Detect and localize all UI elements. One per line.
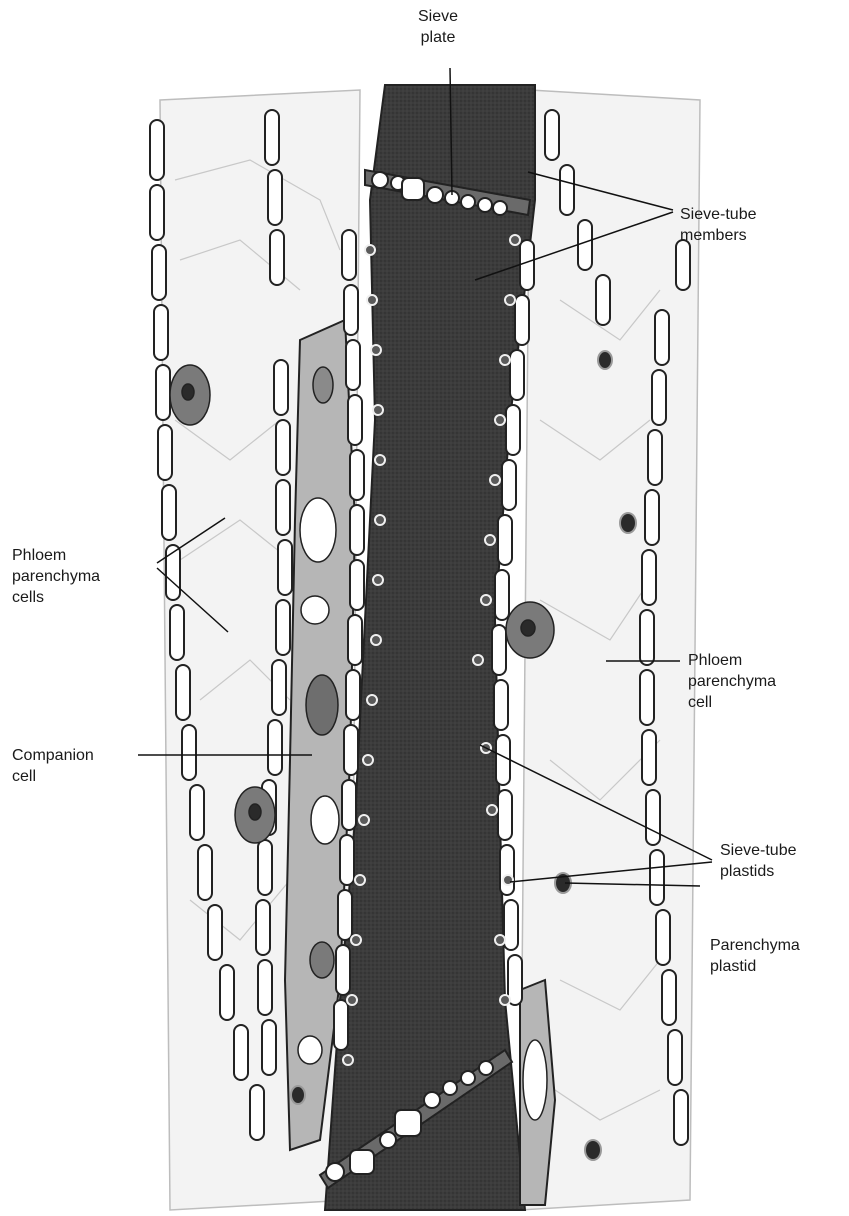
label-sieve-tube-plastids: Sieve-tube plastids	[720, 840, 797, 882]
label-sieve-plate-line-2: plate	[418, 27, 458, 48]
label-parenchyma-plastid: Parenchyma plastid	[710, 935, 800, 977]
label-phloem-parenchyma-cell: Phloem parenchyma cell	[688, 650, 776, 713]
label-sieve-tube-plastids-line-2: plastids	[720, 861, 797, 882]
label-sieve-tube-members-line-2: members	[680, 225, 757, 246]
label-sieve-plate-line-1: Sieve	[418, 6, 458, 27]
label-phloem-parenchyma-cells-line-3: cells	[12, 587, 100, 608]
label-sieve-tube-plastids-line-1: Sieve-tube	[720, 840, 797, 861]
label-phloem-parenchyma-cell-line-2: parenchyma	[688, 671, 776, 692]
label-sieve-tube-members: Sieve-tube members	[680, 204, 757, 246]
label-companion-cell-line-2: cell	[12, 766, 94, 787]
label-phloem-parenchyma-cells-line-2: parenchyma	[12, 566, 100, 587]
label-sieve-tube-members-line-1: Sieve-tube	[680, 204, 757, 225]
label-parenchyma-plastid-line-2: plastid	[710, 956, 800, 977]
label-phloem-parenchyma-cell-line-3: cell	[688, 692, 776, 713]
label-companion-cell: Companion cell	[12, 745, 94, 787]
label-companion-cell-line-1: Companion	[12, 745, 94, 766]
label-sieve-plate: Sieve plate	[418, 6, 458, 48]
label-parenchyma-plastid-line-1: Parenchyma	[710, 935, 800, 956]
label-phloem-parenchyma-cells: Phloem parenchyma cells	[12, 545, 100, 608]
label-phloem-parenchyma-cells-line-1: Phloem	[12, 545, 100, 566]
label-phloem-parenchyma-cell-line-1: Phloem	[688, 650, 776, 671]
